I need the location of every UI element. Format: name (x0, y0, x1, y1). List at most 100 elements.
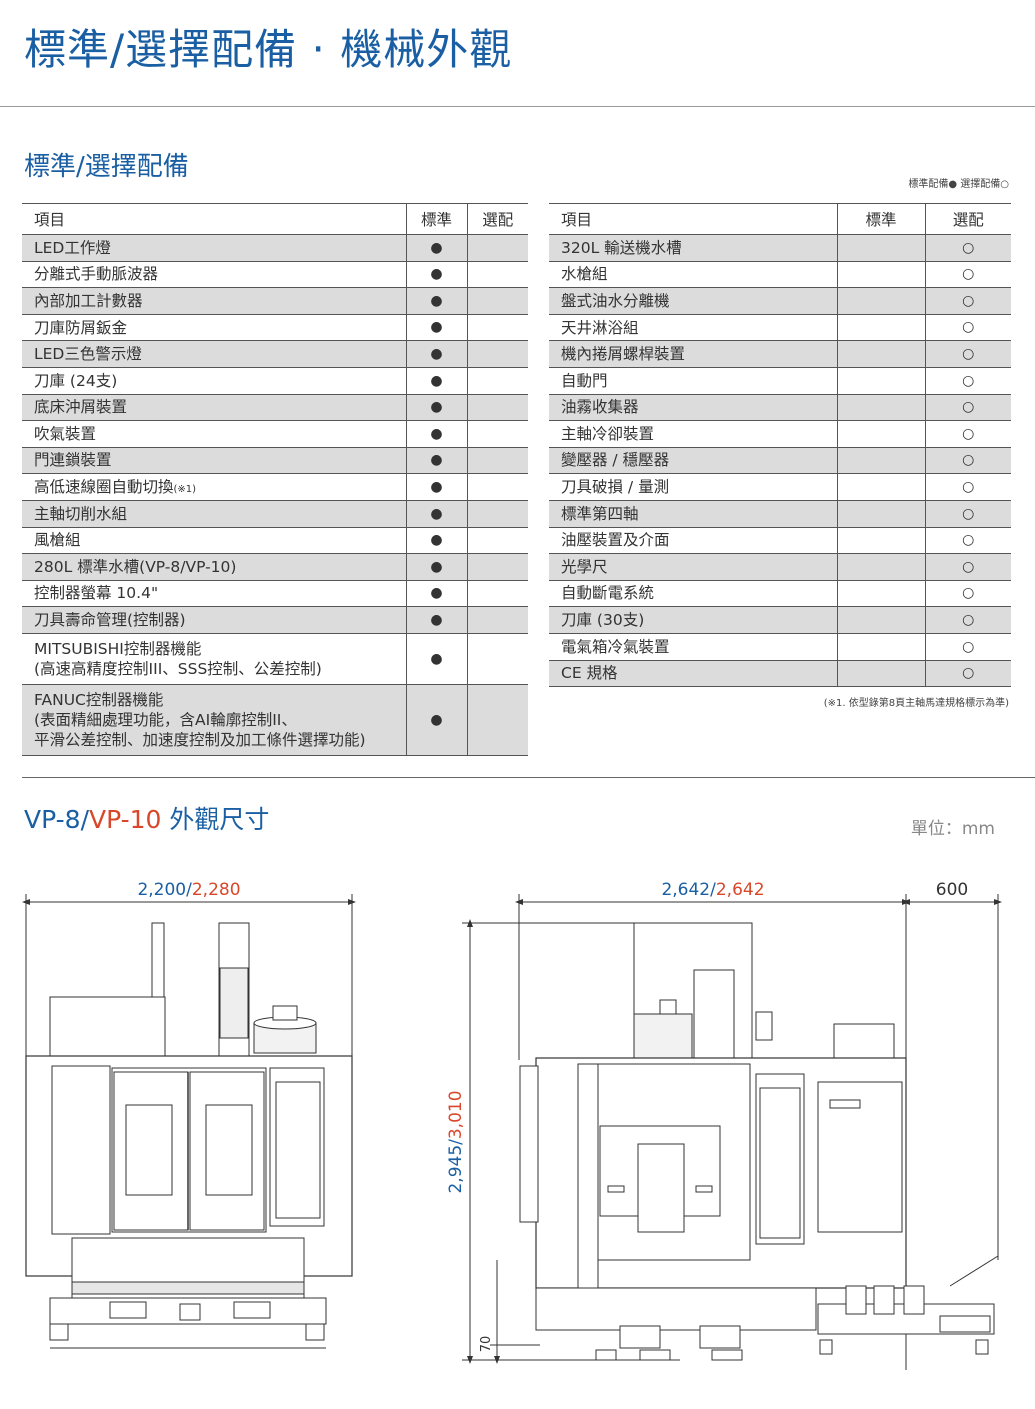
equipment-item: 主軸冷卻裝置 (549, 420, 837, 448)
optional-mark: ○ (924, 340, 1011, 368)
optional-mark: ○ (924, 394, 1011, 422)
standard-mark: ● (405, 314, 467, 342)
equipment-item: 水槍組 (549, 261, 837, 289)
unit-label: 單位：mm (910, 819, 995, 839)
table-row: 320L 輸送機水槽 ○ (549, 234, 1011, 262)
optional-mark (466, 367, 528, 395)
equipment-item: 320L 輸送機水槽 (549, 234, 837, 262)
optional-mark: ○ (924, 420, 1011, 448)
optional-mark (466, 394, 528, 422)
optional-mark (466, 500, 528, 528)
item-label: 內部加工計數器 (34, 291, 143, 310)
height-b: 3,010 (446, 1090, 466, 1139)
equipment-item: 自動門 (549, 367, 837, 395)
optional-mark (466, 473, 528, 501)
table-row: 分離式手動脈波器● (22, 261, 528, 289)
optional-mark: ○ (924, 234, 1011, 262)
table-row: 高低速線圈自動切換(※1)● (22, 473, 528, 501)
optional-equipment-table: 項目 標準 選配 320L 輸送機水槽○水槍組○盤式油水分離機○天井淋浴組○機內… (549, 203, 1011, 688)
table-row: 風槍組● (22, 527, 528, 555)
standard-mark (836, 580, 925, 608)
optional-mark: ○ (924, 473, 1011, 501)
left-table-body: LED工作燈●分離式手動脈波器●內部加工計數器●刀庫防屑鈑金●LED三色警示燈●… (22, 234, 528, 756)
table-row: 自動斷電系統 ○ (549, 580, 1011, 608)
table-row: 刀具壽命管理(控制器)● (22, 606, 528, 634)
equipment-item: 光學尺 (549, 553, 837, 581)
standard-mark (836, 367, 925, 395)
equipment-item: 分離式手動脈波器 (22, 261, 406, 289)
standard-mark: ● (405, 394, 467, 422)
table-row: 刀庫防屑鈑金● (22, 314, 528, 342)
side-view-drawing (462, 894, 1002, 1370)
standard-mark (836, 394, 925, 422)
table-row: 變壓器 / 穩壓器○ (549, 447, 1011, 475)
header-standard: 標準 (405, 203, 467, 235)
equipment-item: 刀具壽命管理(控制器) (22, 606, 406, 634)
optional-mark: ○ (924, 287, 1011, 315)
table-row: CE 規格○ (549, 660, 1011, 688)
standard-mark: ● (405, 633, 467, 685)
item-label: 油霧收集器 (561, 398, 639, 417)
equipment-item: CE 規格 (549, 660, 837, 688)
side-depth-b: 2,642 (716, 880, 765, 900)
header-standard: 標準 (836, 203, 925, 235)
optional-mark (466, 527, 528, 555)
optional-mark (466, 580, 528, 608)
item-label: MITSUBISHI控制器機能 (34, 639, 202, 658)
equipment-item: 刀具破損 / 量測 (549, 473, 837, 501)
equipment-item: 電氣箱冷氣裝置 (549, 633, 837, 661)
equipment-item: 油壓裝置及介面 (549, 527, 837, 555)
equipment-item: 機內捲屑螺桿裝置 (549, 340, 837, 368)
header-item: 項目 (22, 203, 406, 235)
equipment-item: 自動斷電系統 (549, 580, 837, 608)
equipment-item: 刀庫 (24支) (22, 367, 406, 395)
table-row: 油霧收集器 ○ (549, 394, 1011, 422)
table-row: 吹氣裝置● (22, 420, 528, 448)
item-label: 門連鎖裝置 (34, 451, 112, 470)
item-label: 分離式手動脈波器 (34, 265, 159, 284)
equipment-item: 變壓器 / 穩壓器 (549, 447, 837, 475)
standard-mark (836, 660, 925, 688)
side-extra-label: 600 (936, 880, 968, 900)
item-label: 高低速線圈自動切換 (34, 478, 174, 497)
table-row: 主軸切削水組● (22, 500, 528, 528)
optional-mark: ○ (924, 580, 1011, 608)
equipment-item: LED三色警示燈 (22, 340, 406, 368)
equipment-item: 主軸切削水組 (22, 500, 406, 528)
item-label: 刀庫 (24支) (34, 371, 118, 390)
equipment-item: 盤式油水分離機 (549, 287, 837, 315)
side-depth-label: 2,642/2,642 (661, 880, 764, 900)
equipment-item: 刀庫防屑鈑金 (22, 314, 406, 342)
equipment-item: 標準第四軸 (549, 500, 837, 528)
table-row: 機內捲屑螺桿裝置 ○ (549, 340, 1011, 368)
item-label: 油壓裝置及介面 (561, 531, 670, 550)
title-model-b: VP-10 (89, 805, 162, 834)
height-label: 2,945/3,010 (446, 1090, 466, 1193)
table-row: 盤式油水分離機 ○ (549, 287, 1011, 315)
table-row: 電氣箱冷氣裝置 ○ (549, 633, 1011, 661)
item-label: 變壓器 / 穩壓器 (561, 451, 670, 470)
title-sep: / (80, 805, 89, 834)
item-label: 天井淋浴組 (561, 318, 639, 337)
title-rest: 外觀尺寸 (161, 805, 270, 834)
front-view-drawing (22, 894, 356, 1349)
item-label: 控制器螢幕 10.4" (34, 584, 159, 603)
equipment-item: 控制器螢幕 10.4" (22, 580, 406, 608)
optional-mark: ○ (924, 633, 1011, 661)
optional-mark: ○ (924, 367, 1011, 395)
standard-mark: ● (405, 500, 467, 528)
standard-mark (836, 606, 925, 634)
optional-mark: ○ (924, 553, 1011, 581)
optional-mark: ○ (924, 314, 1011, 342)
height-a: 2,945 (446, 1145, 466, 1194)
optional-mark (466, 314, 528, 342)
header-optional: 選配 (466, 203, 528, 235)
item-label: 自動門 (561, 371, 608, 390)
standard-equipment-table: 項目 標準 選配 LED工作燈●分離式手動脈波器●內部加工計數器●刀庫防屑鈑金●… (22, 203, 528, 756)
optional-mark: ○ (924, 606, 1011, 634)
optional-mark (466, 633, 528, 685)
equipment-item: 風槍組 (22, 527, 406, 555)
standard-mark: ● (405, 340, 467, 368)
optional-mark (466, 261, 528, 289)
table-row: MITSUBISHI控制器機能(高速高精度控制III、SSS控制、公差控制)● (22, 633, 528, 685)
